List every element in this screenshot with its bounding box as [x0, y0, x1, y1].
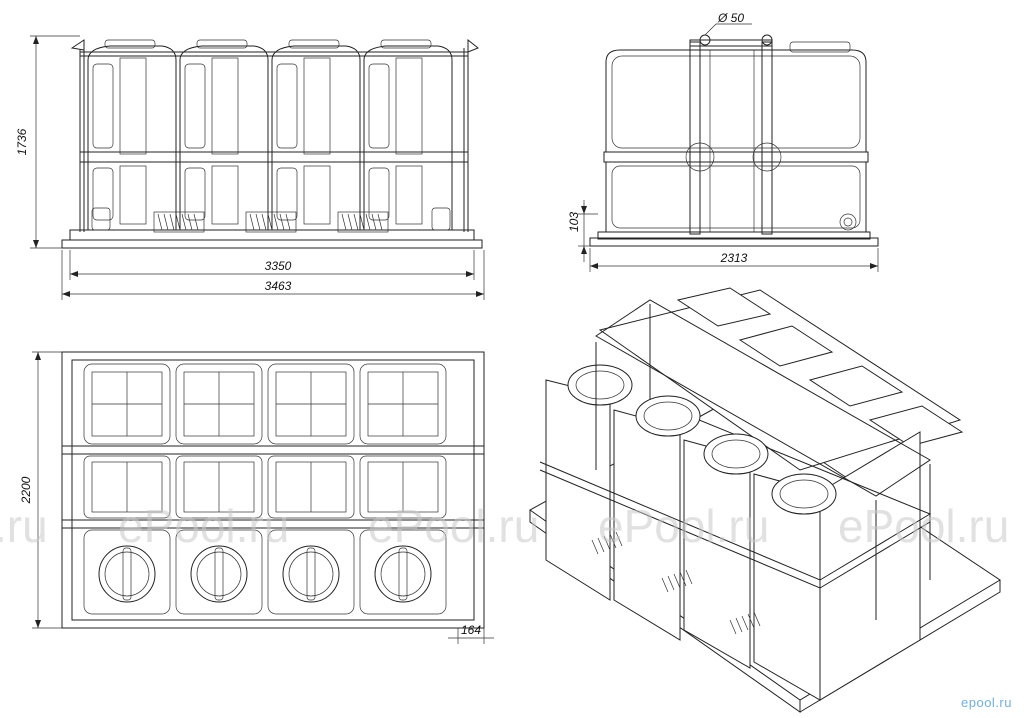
isometric-view: [529, 287, 1001, 713]
top-row-3-hatches: [83, 529, 447, 615]
top-offset-dimension: 164: [448, 623, 494, 644]
watermark-text-2: ePool.ru: [118, 500, 289, 552]
side-base-label: 103: [567, 212, 581, 232]
front-total-length-dimension: 3463: [61, 250, 485, 300]
front-inner-length-label: 3350: [265, 259, 292, 273]
front-view: 1736 3350 3463: [15, 35, 485, 300]
watermark: .ru ePool.ru ePool.ru ePool.ru ePool.ru: [0, 500, 1009, 552]
front-height-dimension: 1736: [15, 35, 80, 249]
watermark-text-3: ePool.ru: [368, 500, 539, 552]
front-tank-1: [87, 39, 177, 231]
iso-frame: [595, 299, 931, 620]
iso-hatches: [567, 364, 837, 515]
iso-tanks: [539, 379, 932, 701]
front-tank-2: [179, 39, 269, 231]
side-view: Ø 50 103 2313: [567, 11, 879, 272]
top-offset-label: 164: [461, 623, 481, 637]
front-height-label: 1736: [15, 128, 29, 155]
front-tank-4: [363, 39, 453, 231]
front-tank-3: [271, 39, 361, 231]
side-width-dimension: 2313: [589, 248, 879, 272]
side-base-dimension: 103: [567, 200, 598, 262]
top-row-1: [83, 363, 447, 445]
brand-logo: epool.ru: [961, 695, 1012, 710]
top-width-dimension: 2200: [19, 351, 62, 629]
watermark-text-5: ePool.ru: [838, 500, 1009, 552]
front-inner-length-dimension: 3350: [69, 250, 475, 280]
front-total-length-label: 3463: [265, 279, 292, 293]
iso-rear-blocks: [598, 287, 964, 471]
side-pipe-dimension: Ø 50: [704, 11, 752, 36]
watermark-text-4: ePool.ru: [598, 500, 769, 552]
side-pipe-label: Ø 50: [717, 11, 744, 25]
watermark-text-1: .ru: [0, 500, 48, 552]
top-width-label: 2200: [19, 476, 33, 504]
iso-hoses: [591, 531, 761, 635]
top-row-2: [83, 455, 447, 519]
top-view: 2200 164: [19, 351, 494, 644]
front-hoses: [91, 207, 451, 233]
side-width-label: 2313: [720, 251, 748, 265]
